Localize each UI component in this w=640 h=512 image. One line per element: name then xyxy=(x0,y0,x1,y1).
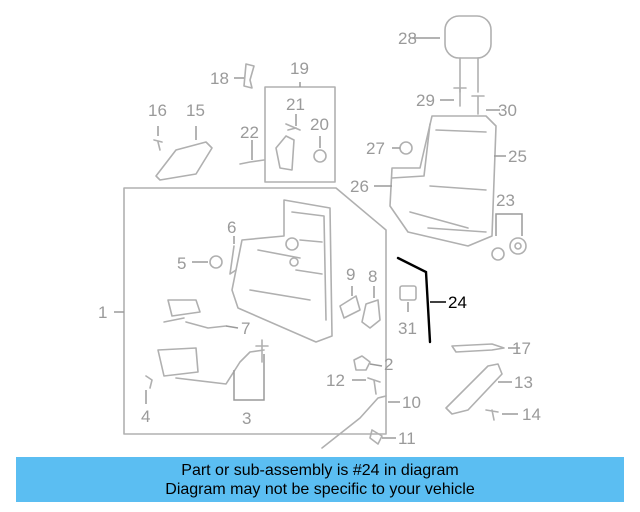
cable-10 xyxy=(321,395,387,449)
callout-27: 27 xyxy=(366,139,385,158)
callout-20: 20 xyxy=(310,115,329,134)
screw-16 xyxy=(153,139,163,151)
callout-29: 29 xyxy=(416,91,435,110)
highlighted-part-24 xyxy=(396,256,432,344)
grommet-27 xyxy=(399,141,413,155)
callout-18: 18 xyxy=(210,69,229,88)
callout-19: 19 xyxy=(290,59,309,78)
strap-17 xyxy=(451,343,505,353)
callout-2: 2 xyxy=(384,355,393,374)
callout-12: 12 xyxy=(326,371,345,390)
info-banner: Part or sub-assembly is #24 in diagram D… xyxy=(16,457,624,502)
bracket-9 xyxy=(339,295,361,319)
bushing-23a xyxy=(491,247,505,261)
bushing-23b xyxy=(509,237,527,255)
clip-8 xyxy=(361,299,381,329)
callout-1: 1 xyxy=(98,303,107,322)
callout-6: 6 xyxy=(227,218,236,237)
linkage xyxy=(157,347,265,385)
banner-line-2: Diagram may not be specific to your vehi… xyxy=(165,480,475,498)
nut-5 xyxy=(209,255,223,269)
cushion-frame-outline xyxy=(123,187,387,435)
callout-31: 31 xyxy=(398,319,417,338)
callout-25: 25 xyxy=(508,147,527,166)
callout-16: 16 xyxy=(148,101,167,120)
banner-line-1: Part or sub-assembly is #24 in diagram xyxy=(181,461,459,479)
cover-15 xyxy=(155,141,213,181)
callout-28: 28 xyxy=(398,29,417,48)
callout-3: 3 xyxy=(242,409,251,428)
callout-8: 8 xyxy=(368,267,377,286)
nut-2 xyxy=(353,355,371,371)
cable-7 xyxy=(185,321,227,329)
bushing-20 xyxy=(313,149,327,163)
callout-4: 4 xyxy=(141,407,150,426)
callout-14: 14 xyxy=(522,405,541,424)
guide-29 xyxy=(453,87,467,107)
callout-13: 13 xyxy=(514,373,533,392)
trim-13 xyxy=(445,363,503,415)
parts-diagram: 1 2 3 4 5 6 7 8 9 10 11 12 13 14 15 16 1… xyxy=(98,15,541,449)
callout-15: 15 xyxy=(186,101,205,120)
callout-30: 30 xyxy=(498,101,517,120)
part-31 xyxy=(399,285,417,301)
callout-24: 24 xyxy=(448,293,467,312)
cushion-frame xyxy=(231,199,333,343)
clip-18 xyxy=(243,63,255,89)
callout-22: 22 xyxy=(240,123,259,142)
screw-14 xyxy=(485,409,499,421)
callout-10: 10 xyxy=(402,393,421,412)
callout-7: 7 xyxy=(241,319,250,338)
bolt-12 xyxy=(367,377,381,395)
callout-17: 17 xyxy=(512,339,531,358)
callout-26: 26 xyxy=(350,177,369,196)
callout-5: 5 xyxy=(177,254,186,273)
headrest xyxy=(444,15,492,59)
spring-6 xyxy=(229,245,237,275)
guide-30 xyxy=(471,95,485,115)
bolt-22 xyxy=(239,159,265,165)
callout-11: 11 xyxy=(398,429,416,448)
bolt-11 xyxy=(369,429,383,445)
lever-21 xyxy=(285,123,301,131)
callout-21: 21 xyxy=(286,95,305,114)
callout-9: 9 xyxy=(346,265,355,284)
callout-23: 23 xyxy=(496,191,515,210)
seat-back xyxy=(389,115,497,247)
